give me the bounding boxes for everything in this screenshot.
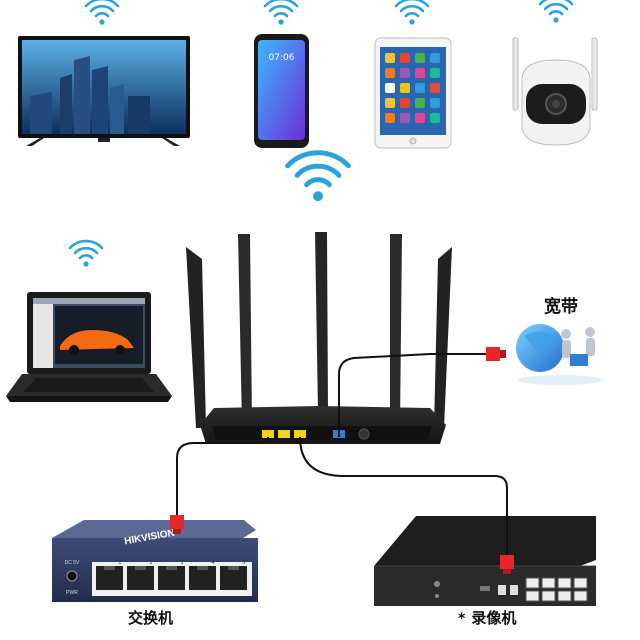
cable-switch-to-router xyxy=(176,436,269,518)
switch-port-number: 2 xyxy=(149,560,152,566)
laptop-icon xyxy=(6,292,172,402)
camera-device xyxy=(512,0,598,146)
cables xyxy=(176,353,508,558)
nvr-port xyxy=(573,577,588,589)
nvr-device xyxy=(374,516,596,606)
tablet-icon xyxy=(374,37,452,149)
broadband-icon xyxy=(516,324,602,385)
cable-nvr-to-router xyxy=(299,436,508,558)
nvr-port xyxy=(541,590,556,602)
nvr-icon xyxy=(374,516,596,606)
phone-device: 07:06 xyxy=(254,0,309,148)
nvr-port xyxy=(573,590,588,602)
nvr-port xyxy=(557,590,572,602)
cable-router-to-broadband xyxy=(338,353,488,437)
switch-label: 交换机 xyxy=(128,609,174,627)
wifi-icon xyxy=(288,153,349,201)
wifi-icon xyxy=(394,0,430,26)
switch-power-label-bottom: PWR xyxy=(66,590,78,596)
switch-port-number: 3 xyxy=(180,560,183,566)
broadband-label: 宽带 xyxy=(544,297,578,317)
switch-port-number: 4 xyxy=(211,560,214,566)
phone-clock: 07:06 xyxy=(269,53,295,63)
camera-icon xyxy=(512,37,598,146)
nvr-port xyxy=(525,577,540,589)
router-icon xyxy=(186,232,452,444)
wifi-icon xyxy=(68,239,104,268)
switch-power-label-top: DC 5V xyxy=(65,560,80,566)
wifi-icon xyxy=(263,0,299,26)
router-device xyxy=(186,153,452,444)
phone-icon: 07:06 xyxy=(254,34,309,148)
nvr-port xyxy=(541,577,556,589)
wifi-icon xyxy=(84,0,120,26)
rj45-connector-switch xyxy=(170,515,184,534)
tv-icon xyxy=(18,36,190,146)
nvr-asterisk: * xyxy=(458,611,466,627)
switch-port-number: 5 xyxy=(242,560,245,566)
nvr-label-group: * 录像机 xyxy=(458,607,516,628)
switch-port-number: 1 xyxy=(118,560,121,566)
nvr-label: 录像机 xyxy=(471,609,517,627)
rj45-connector-broadband xyxy=(486,347,506,361)
laptop-device xyxy=(6,239,172,402)
nvr-port xyxy=(525,590,540,602)
wifi-icon xyxy=(538,0,574,24)
nvr-port xyxy=(557,577,572,589)
tv-device xyxy=(18,0,190,146)
connectors xyxy=(170,347,514,574)
tablet-device xyxy=(374,0,452,149)
rj45-connector-nvr xyxy=(500,555,514,574)
